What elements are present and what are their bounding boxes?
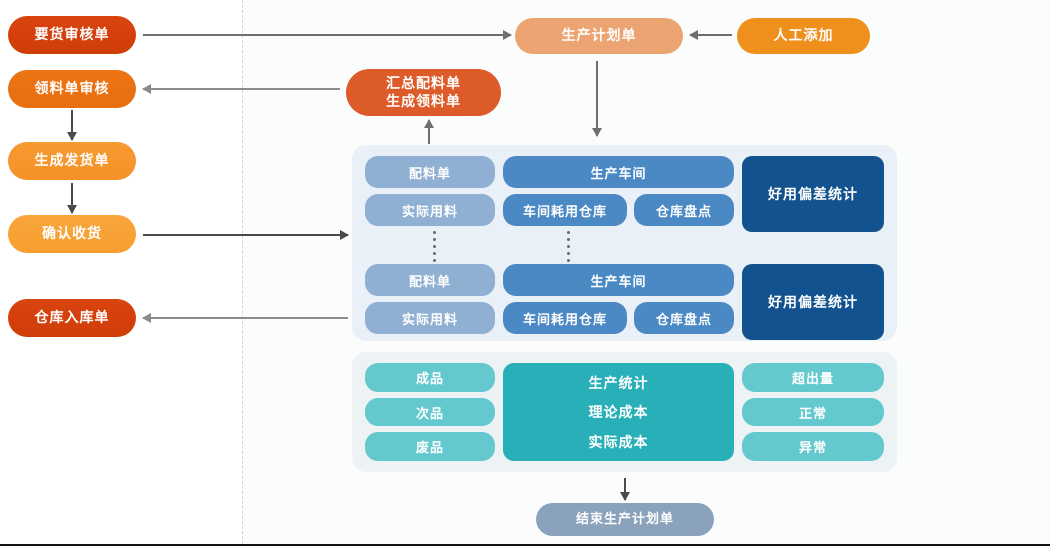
box-normal[interactable]: 正常 xyxy=(742,397,884,427)
arrow-shipment-to-receipt xyxy=(67,183,77,214)
box-actual-material-1[interactable]: 实际用料 xyxy=(365,194,495,226)
box-material-order-1[interactable]: 配料单 xyxy=(365,156,495,188)
node-create-shipment[interactable]: 生成发货单 xyxy=(8,142,136,180)
vertical-dashed-divider xyxy=(242,0,243,544)
box-stock-check-1[interactable]: 仓库盘点 xyxy=(634,194,734,226)
box-workshop-1[interactable]: 生产车间 xyxy=(503,156,734,188)
label-theoretical-cost: 理论成本 xyxy=(588,404,649,420)
arrow-picking-to-shipment xyxy=(67,110,77,141)
box-deviation-stat-2[interactable]: 好用偏差统计 xyxy=(742,264,884,340)
box-defective-product[interactable]: 次品 xyxy=(365,397,495,427)
summary-line-1: 汇总配料单 xyxy=(386,74,461,91)
node-manual-add[interactable]: 人工添加 xyxy=(737,18,870,54)
ellipsis-dots-left xyxy=(432,231,436,262)
node-summary-picking[interactable]: 汇总配料单 生成领料单 xyxy=(346,69,501,116)
production-group-1: 配料单 实际用料 生产车间 车间耗用仓库 仓库盘点 好用偏差统计 xyxy=(365,156,884,232)
box-production-statistics[interactable]: 生产统计 理论成本 实际成本 xyxy=(503,363,734,461)
box-finished-product[interactable]: 成品 xyxy=(365,363,495,392)
box-workshop-warehouse-1[interactable]: 车间耗用仓库 xyxy=(503,194,627,226)
node-end-production-plan[interactable]: 结束生产计划单 xyxy=(536,503,714,536)
summary-line-2: 生成领料单 xyxy=(386,93,461,109)
arrow-summary-to-picking-review xyxy=(142,84,340,94)
group1-middle-column: 生产车间 车间耗用仓库 仓库盘点 xyxy=(503,156,734,232)
arrow-manual-to-plan xyxy=(689,30,732,40)
node-confirm-receipt[interactable]: 确认收货 xyxy=(8,215,136,253)
group2-right-column: 好用偏差统计 xyxy=(742,264,884,340)
box-workshop-2[interactable]: 生产车间 xyxy=(503,264,734,296)
label-actual-cost: 实际成本 xyxy=(588,433,649,450)
arrow-statistics-to-end xyxy=(620,478,630,501)
group1-left-column: 配料单 实际用料 xyxy=(365,156,495,232)
node-warehouse-inbound[interactable]: 仓库入库单 xyxy=(8,299,136,337)
node-picking-review[interactable]: 领料单审核 xyxy=(8,70,136,108)
statistics-left-column: 成品 次品 废品 xyxy=(365,363,495,462)
node-production-plan[interactable]: 生产计划单 xyxy=(515,18,683,54)
box-workshop-warehouse-2[interactable]: 车间耗用仓库 xyxy=(503,302,627,334)
box-excess-amount[interactable]: 超出量 xyxy=(742,363,884,392)
group1-right-column: 好用偏差统计 xyxy=(742,156,884,232)
arrow-receipt-to-production xyxy=(143,230,349,240)
production-group-2: 配料单 实际用料 生产车间 车间耗用仓库 仓库盘点 好用偏差统计 xyxy=(365,264,884,340)
arrow-requisition-to-plan xyxy=(143,30,512,40)
production-panel: 配料单 实际用料 生产车间 车间耗用仓库 仓库盘点 好用偏差统计 xyxy=(352,145,897,341)
box-abnormal[interactable]: 异常 xyxy=(742,432,884,462)
ellipsis-dots-middle xyxy=(566,231,570,262)
box-material-order-2[interactable]: 配料单 xyxy=(365,264,495,296)
arrow-production-to-summary xyxy=(424,119,434,144)
statistics-group: 成品 次品 废品 生产统计 理论成本 实际成本 超出量 正常 异常 xyxy=(365,363,884,462)
box-deviation-stat-1[interactable]: 好用偏差统计 xyxy=(742,156,884,232)
statistics-center-column: 生产统计 理论成本 实际成本 xyxy=(503,363,734,461)
group2-middle-column: 生产车间 车间耗用仓库 仓库盘点 xyxy=(503,264,734,340)
label-production-statistics: 生产统计 xyxy=(588,374,649,391)
node-requisition-review[interactable]: 要货审核单 xyxy=(8,16,136,54)
statistics-right-column: 超出量 正常 异常 xyxy=(742,363,884,462)
group2-left-column: 配料单 实际用料 xyxy=(365,264,495,340)
arrow-plan-to-production xyxy=(592,61,602,137)
box-waste-product[interactable]: 废品 xyxy=(365,432,495,462)
box-actual-material-2[interactable]: 实际用料 xyxy=(365,302,495,334)
statistics-panel: 成品 次品 废品 生产统计 理论成本 实际成本 超出量 正常 异常 xyxy=(352,352,897,472)
arrow-production-to-inbound xyxy=(142,313,348,323)
box-stock-check-2[interactable]: 仓库盘点 xyxy=(634,302,734,334)
